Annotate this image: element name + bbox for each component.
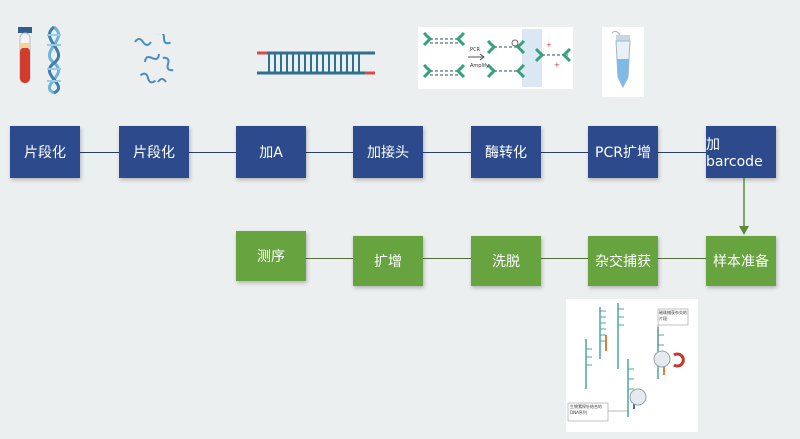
hybrid-capture-icon (567, 303, 689, 422)
step-hybrid-capture: 杂交捕获 (588, 236, 658, 286)
step-add-adapter: 加接头 (353, 126, 423, 178)
double-strand-dna-icon (257, 51, 375, 75)
down-arrow (739, 178, 749, 235)
step-fragmentation-2: 片段化 (119, 126, 189, 178)
step-sequencing: 测序 (236, 231, 306, 281)
step-sample-prep: 样本准备 (706, 236, 776, 286)
step-pcr-amplification: PCR扩增 (588, 126, 658, 178)
pcr-illustration-panel (418, 27, 573, 89)
test-tube-icon (611, 30, 631, 89)
dna-fragments-icon (134, 34, 174, 84)
amplify-label: Amplify (470, 63, 489, 69)
step-elution: 洗脱 (471, 236, 541, 286)
blood-dna-icon (18, 25, 61, 95)
step-amplification: 扩增 (353, 236, 423, 286)
step-add-barcode: 加barcode (706, 126, 776, 178)
step-add-a: 加A (236, 126, 306, 178)
pcr-label: PCR (470, 47, 481, 53)
capture-note-top: 磁珠捕获杂交的片段 (659, 310, 687, 321)
step-fragmentation-1: 片段化 (10, 126, 80, 178)
capture-note-bottom: 生物素探针结合的DNA序列 (570, 404, 602, 415)
pcr-amplify-icon: PCR Amplify + + (422, 29, 572, 87)
step-enzyme-conversion: 酶转化 (471, 126, 541, 178)
svg-text:+: + (546, 41, 552, 49)
svg-text:+: + (554, 61, 560, 69)
